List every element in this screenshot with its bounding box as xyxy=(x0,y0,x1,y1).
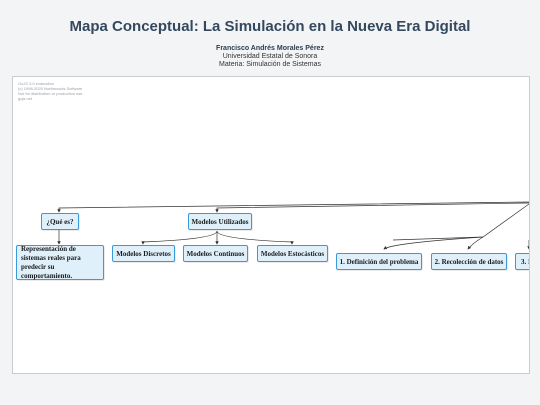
node-paso-3[interactable]: 3. I xyxy=(515,253,529,270)
node-que-es[interactable]: ¿Qué es? xyxy=(41,213,79,230)
node-modelos-utilizados[interactable]: Modelos Utilizados xyxy=(188,213,252,230)
edge-modelos-estocasticos xyxy=(216,230,294,245)
edge-root-pasos xyxy=(392,203,529,241)
page-title: Mapa Conceptual: La Simulación en la Nue… xyxy=(69,18,471,35)
node-modelos-estocasticos[interactable]: Modelos Estocásticos xyxy=(257,245,328,262)
diagram-edges xyxy=(57,201,529,250)
watermark: GoJS 3.0 evaluation (c) 1998-2025 Northw… xyxy=(18,81,83,101)
edge-modelos-discretos xyxy=(141,230,218,245)
node-paso-2[interactable]: 2. Recolección de datos xyxy=(431,253,507,270)
author-name: Francisco Andrés Morales Pérez xyxy=(216,45,324,52)
node-modelos-continuos[interactable]: Modelos Continuos xyxy=(183,245,248,262)
node-paso-1[interactable]: 1. Definición del problema xyxy=(336,253,422,270)
edge-root-paso1 xyxy=(383,236,484,250)
diagram-canvas[interactable]: GoJS 3.0 evaluation (c) 1998-2025 Northw… xyxy=(12,76,530,374)
edge-root-modelos xyxy=(215,202,529,213)
edge-root-paso2 xyxy=(467,236,484,250)
node-modelos-discretos[interactable]: Modelos Discretos xyxy=(112,245,175,262)
node-representacion[interactable]: Representación de sistemas reales para p… xyxy=(16,245,104,280)
subject-name: Materia: Simulación de Sistemas xyxy=(219,61,321,68)
edge-root-que-es xyxy=(57,201,529,213)
university-name: Universidad Estatal de Sonora xyxy=(222,53,318,60)
